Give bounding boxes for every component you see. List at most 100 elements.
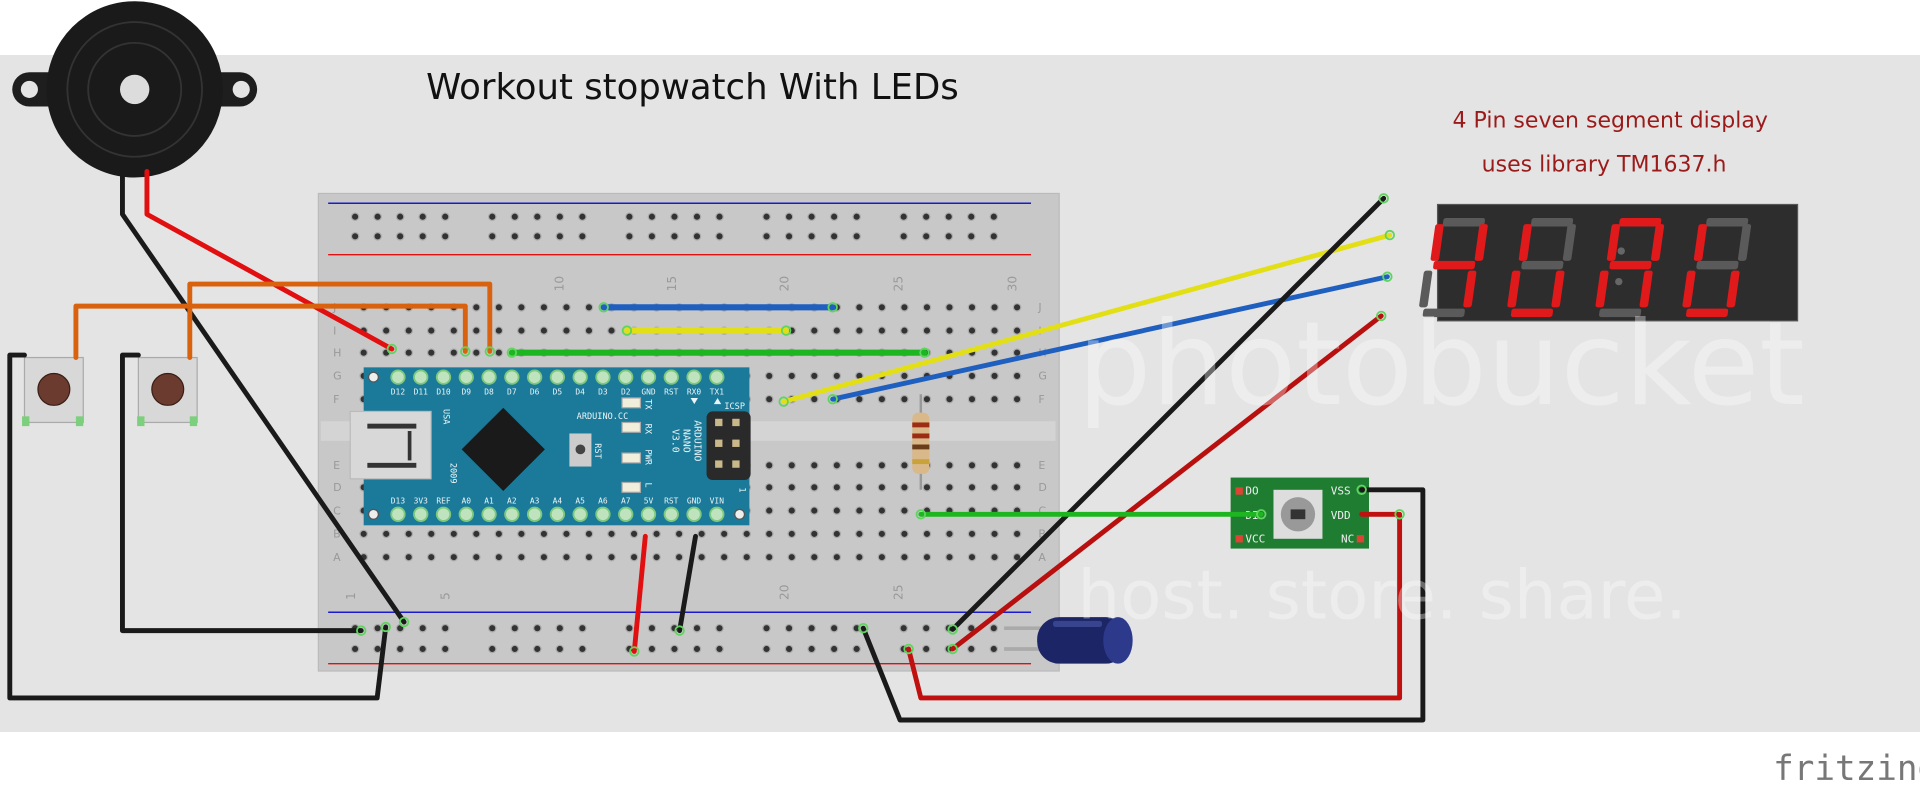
rail-hole[interactable] — [899, 623, 908, 633]
breadboard-hole[interactable] — [764, 552, 774, 562]
wire-button2-d8[interactable] — [187, 281, 493, 361]
push-button-1[interactable] — [22, 356, 84, 427]
breadboard-hole[interactable] — [697, 552, 706, 562]
rail-hole[interactable] — [921, 232, 931, 241]
breadboard-hole[interactable] — [832, 529, 842, 539]
arduino-pin[interactable] — [618, 369, 634, 385]
breadboard-hole[interactable] — [652, 552, 661, 562]
breadboard-hole[interactable] — [900, 303, 909, 312]
breadboard-hole[interactable] — [832, 483, 842, 492]
arduino-pin[interactable] — [709, 506, 725, 522]
rail-hole[interactable] — [692, 644, 702, 654]
breadboard-hole[interactable] — [990, 461, 999, 470]
arduino-pin[interactable] — [663, 369, 679, 385]
breadboard-hole[interactable] — [810, 394, 819, 404]
arduino-pin[interactable] — [435, 506, 452, 522]
breadboard-hole[interactable] — [472, 303, 481, 312]
arduino-pin[interactable] — [595, 506, 611, 522]
wire-button2-gnd[interactable] — [120, 352, 364, 634]
breadboard-hole[interactable] — [562, 303, 571, 312]
arduino-pin[interactable] — [640, 506, 657, 522]
breadboard-hole[interactable] — [855, 529, 864, 539]
breadboard-hole[interactable] — [1012, 483, 1022, 492]
button-cap[interactable] — [37, 372, 71, 406]
rail-hole[interactable] — [533, 623, 542, 633]
breadboard-hole[interactable] — [404, 326, 414, 335]
breadboard-hole[interactable] — [787, 371, 797, 381]
breadboard-hole[interactable] — [900, 506, 909, 515]
rail-hole[interactable] — [555, 212, 565, 222]
breadboard-hole[interactable] — [900, 552, 909, 562]
breadboard-hole[interactable] — [359, 348, 368, 357]
breadboard-hole[interactable] — [900, 394, 909, 404]
rail-hole[interactable] — [647, 644, 657, 654]
rail-hole[interactable] — [373, 212, 382, 222]
rail-hole[interactable] — [533, 232, 542, 241]
rail-hole[interactable] — [807, 623, 816, 633]
breadboard-hole[interactable] — [787, 483, 797, 492]
breadboard-hole[interactable] — [764, 394, 774, 404]
rail-hole[interactable] — [578, 644, 587, 654]
arduino-pin[interactable] — [526, 369, 543, 385]
rail-hole[interactable] — [555, 644, 565, 654]
rail-hole[interactable] — [510, 232, 520, 241]
breadboard-hole[interactable] — [967, 529, 977, 539]
breadboard-hole[interactable] — [922, 552, 932, 562]
wire-display-clk[interactable] — [830, 274, 1390, 402]
rail-hole[interactable] — [944, 212, 954, 222]
breadboard-hole[interactable] — [922, 483, 932, 492]
wire-button1-d9[interactable] — [73, 303, 468, 361]
rail-hole[interactable] — [829, 212, 839, 222]
rail-hole[interactable] — [418, 232, 427, 241]
breadboard-hole[interactable] — [697, 529, 706, 539]
breadboard-hole[interactable] — [990, 326, 999, 335]
breadboard-hole[interactable] — [855, 461, 864, 470]
breadboard-hole[interactable] — [359, 529, 368, 539]
rail-hole[interactable] — [715, 644, 724, 654]
breadboard-hole[interactable] — [877, 394, 887, 404]
breadboard-hole[interactable] — [832, 326, 842, 335]
rail-hole[interactable] — [418, 644, 427, 654]
breadboard-hole[interactable] — [517, 552, 526, 562]
rail-hole[interactable] — [989, 644, 999, 654]
breadboard-hole[interactable] — [764, 461, 774, 470]
breadboard-hole[interactable] — [449, 552, 459, 562]
rail-hole[interactable] — [395, 644, 405, 654]
breadboard-hole[interactable] — [472, 552, 481, 562]
breadboard-hole[interactable] — [719, 529, 729, 539]
breadboard-hole[interactable] — [494, 303, 504, 312]
breadboard-hole[interactable] — [584, 326, 594, 335]
rail-hole[interactable] — [670, 232, 679, 241]
breadboard-hole[interactable] — [1012, 326, 1022, 335]
arduino-pin[interactable] — [709, 369, 725, 385]
arduino-pin[interactable] — [390, 506, 406, 522]
breadboard-hole[interactable] — [922, 303, 932, 312]
rail-hole[interactable] — [829, 644, 839, 654]
breadboard-hole[interactable] — [877, 303, 887, 312]
rail-hole[interactable] — [373, 623, 382, 633]
rail-hole[interactable] — [418, 623, 427, 633]
breadboard-hole[interactable] — [990, 348, 999, 357]
breadboard-hole[interactable] — [945, 394, 954, 404]
breadboard-hole[interactable] — [764, 371, 774, 381]
breadboard-hole[interactable] — [381, 326, 391, 335]
rail-hole[interactable] — [852, 232, 861, 241]
rail-hole[interactable] — [829, 623, 839, 633]
rail-hole[interactable] — [829, 232, 839, 241]
breadboard-hole[interactable] — [517, 303, 526, 312]
breadboard-hole[interactable] — [967, 371, 977, 381]
rail-hole[interactable] — [692, 232, 702, 241]
breadboard-hole[interactable] — [810, 483, 819, 492]
rail-hole[interactable] — [989, 212, 999, 222]
rail-hole[interactable] — [784, 623, 794, 633]
breadboard-hole[interactable] — [494, 326, 504, 335]
rail-hole[interactable] — [852, 644, 861, 654]
wire-led-vdd[interactable] — [906, 511, 1403, 701]
breadboard-hole[interactable] — [945, 461, 954, 470]
breadboard-hole[interactable] — [494, 348, 504, 357]
breadboard-hole[interactable] — [449, 348, 459, 357]
breadboard-hole[interactable] — [764, 506, 774, 515]
breadboard-hole[interactable] — [810, 529, 819, 539]
breadboard-hole[interactable] — [922, 326, 932, 335]
breadboard-hole[interactable] — [381, 552, 391, 562]
